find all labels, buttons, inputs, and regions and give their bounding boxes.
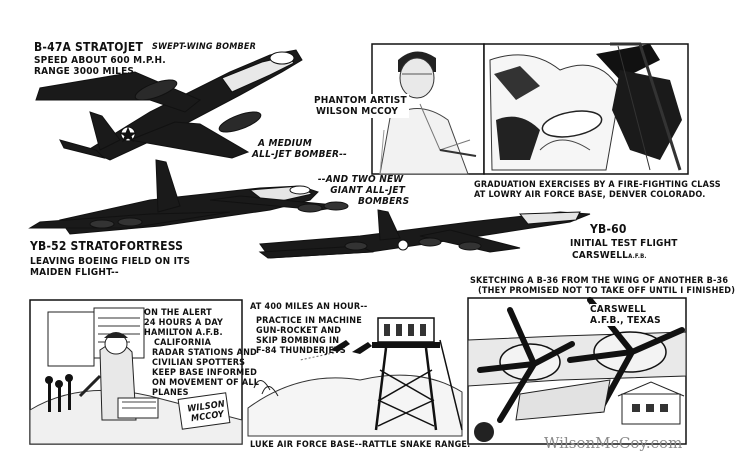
b36-sketch-line1: SKETCHING A B-36 FROM THE WING OF ANOTHE…	[470, 276, 729, 286]
yb60-carswell: CARSWELL	[572, 250, 629, 261]
alert-line5: RADAR STATIONS AND	[152, 348, 257, 358]
alert-line7: KEEP BASE INFORMED	[152, 368, 258, 378]
medium-bomber-line2: ALL-JET BOMBER--	[252, 149, 347, 160]
alert-line3: HAMILTON A.F.B.	[144, 328, 223, 338]
yb52-line2: MAIDEN FLIGHT--	[30, 267, 119, 278]
practice-line1: PRACTICE IN MACHINE	[256, 316, 362, 326]
medium-bomber-caption: A MEDIUM ALL-JET BOMBER--	[252, 138, 347, 160]
two-new-line3: BOMBERS	[358, 196, 410, 207]
two-new-line2: GIANT ALL-JET	[330, 185, 406, 196]
b47-tagline: SWEPT-WING BOMBER	[152, 42, 257, 52]
radar-station-drawing	[29, 307, 243, 445]
alert-line4: CALIFORNIA	[154, 338, 212, 348]
luke-range-caption: LUKE AIR FORCE BASE--RATTLE SNAKE RANGE.	[250, 440, 471, 450]
practice-line4: F-84 THUNDERJETS	[256, 346, 346, 356]
b47-range: RANGE 3000 MILES	[34, 66, 135, 77]
alert-caption: ON THE ALERT 24 HOURS A DAY HAMILTON A.F…	[144, 308, 259, 398]
graduation-line1: GRADUATION EXERCISES BY A FIRE-FIGHTING …	[474, 180, 721, 190]
b47-title: B-47A STRATOJET	[34, 40, 144, 54]
yb52-line1: LEAVING BOEING FIELD ON ITS	[30, 256, 191, 267]
alert-line6: CIVILIAN SPOTTERS	[152, 358, 246, 368]
yb60-afb: A.F.B.	[628, 253, 647, 260]
yb52-stratofortress-drawing	[28, 159, 349, 235]
medium-bomber-line1: A MEDIUM	[258, 138, 312, 149]
alert-line2: 24 HOURS A DAY	[144, 318, 224, 328]
b36-sketch-line2: (THEY PROMISED NOT TO TAKE OFF UNTIL I F…	[478, 286, 735, 296]
two-new-line1: --AND TWO NEW	[317, 174, 404, 185]
speed-caption: AT 400 MILES AN HOUR--	[250, 302, 368, 312]
yb52-title: YB-52 STRATOFORTRESS	[30, 239, 184, 253]
carswell-line2: A.F.B., TEXAS	[590, 315, 661, 326]
b47-speed: SPEED ABOUT 600 M.P.H.	[34, 55, 166, 66]
b36-sketch-caption: SKETCHING A B-36 FROM THE WING OF ANOTHE…	[470, 276, 735, 296]
yb60-title: YB-60	[590, 222, 627, 236]
graduation-caption: GRADUATION EXERCISES BY A FIRE-FIGHTING …	[474, 180, 721, 200]
alert-line8: ON MOVEMENT OF ALL	[152, 378, 260, 388]
two-new-bombers-caption: --AND TWO NEW GIANT ALL-JET BOMBERS	[312, 174, 409, 207]
artist-line2: WILSON McCOY	[316, 106, 399, 117]
b47-stratojet-drawing	[35, 49, 303, 161]
artist-caption: PHANTOM ARTIST WILSON McCOY	[312, 94, 409, 118]
alert-line1: ON THE ALERT	[144, 308, 212, 318]
yb60-drawing	[258, 209, 591, 259]
luke-range-drawing	[247, 317, 463, 437]
artist-portrait-drawing	[379, 51, 477, 175]
yb60-line1: INITIAL TEST FLIGHT	[570, 238, 678, 249]
alert-line9: PLANES	[152, 388, 189, 398]
practice-line3: SKIP BOMBING IN	[256, 336, 340, 346]
graduation-line2: AT LOWRY AIR FORCE BASE, DENVER COLORADO…	[474, 190, 706, 200]
fire-fighting-drawing	[489, 42, 682, 171]
yb60-line2: CARSWELLA.F.B.	[572, 250, 647, 262]
artist-line1: PHANTOM ARTIST	[314, 95, 407, 106]
carswell-caption: CARSWELL A.F.B., TEXAS	[590, 304, 661, 326]
carswell-line1: CARSWELL	[590, 304, 647, 315]
practice-line2: GUN-ROCKET AND	[256, 326, 342, 336]
watermark: WilsonMcCoy.com	[544, 434, 683, 452]
practice-caption: PRACTICE IN MACHINE GUN-ROCKET AND SKIP …	[256, 316, 362, 356]
